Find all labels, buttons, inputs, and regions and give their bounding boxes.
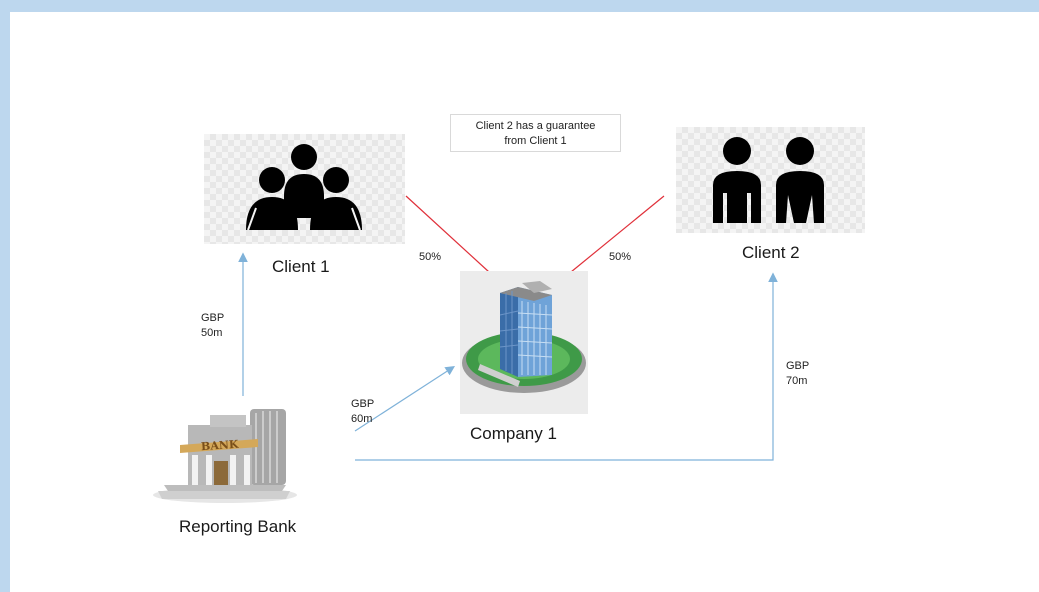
exposure-arrow-client2 bbox=[355, 272, 778, 461]
client1-label: Client 1 bbox=[272, 257, 330, 276]
exposure-client2-amount: 70m bbox=[786, 375, 808, 387]
exposure-client1-currency: GBP bbox=[201, 312, 225, 324]
group-of-three-people-icon bbox=[246, 144, 362, 231]
exposure-company1-currency: GBP bbox=[351, 398, 375, 410]
client1-node[interactable] bbox=[204, 134, 405, 244]
company1-node[interactable] bbox=[460, 271, 588, 414]
client2-node[interactable] bbox=[676, 127, 865, 233]
exposure-client1-amount: 50m bbox=[201, 327, 223, 339]
exposure-client2-currency: GBP bbox=[786, 360, 810, 372]
bank-label: Reporting Bank bbox=[179, 517, 297, 536]
office-building-icon bbox=[462, 281, 586, 393]
two-people-icon bbox=[713, 137, 824, 223]
bank-node[interactable]: BANK bbox=[150, 395, 300, 505]
client2-label: Client 2 bbox=[742, 243, 800, 262]
exposure-arrow-company1 bbox=[354, 366, 456, 432]
guarantee-note: Client 2 has a guarantee from Client 1 bbox=[450, 114, 621, 152]
svg-text:BANK: BANK bbox=[201, 438, 240, 454]
exposure-client2-label: GBP 70m bbox=[786, 359, 809, 389]
ownership-line-client2 bbox=[570, 195, 665, 273]
exposure-company1-label: GBP 60m bbox=[351, 397, 374, 427]
ownership-line-client1 bbox=[405, 195, 490, 273]
exposure-company1-amount: 60m bbox=[351, 413, 373, 425]
company1-label: Company 1 bbox=[470, 424, 557, 443]
guarantee-note-line1: Client 2 has a guarantee bbox=[475, 120, 596, 132]
client1-share-label: 50% bbox=[419, 251, 442, 263]
bank-building-icon: BANK bbox=[153, 409, 297, 503]
client2-share-label: 50% bbox=[609, 251, 632, 263]
guarantee-note-line2: from Client 1 bbox=[504, 135, 567, 147]
exposure-client1-label: GBP 50m bbox=[201, 311, 224, 341]
